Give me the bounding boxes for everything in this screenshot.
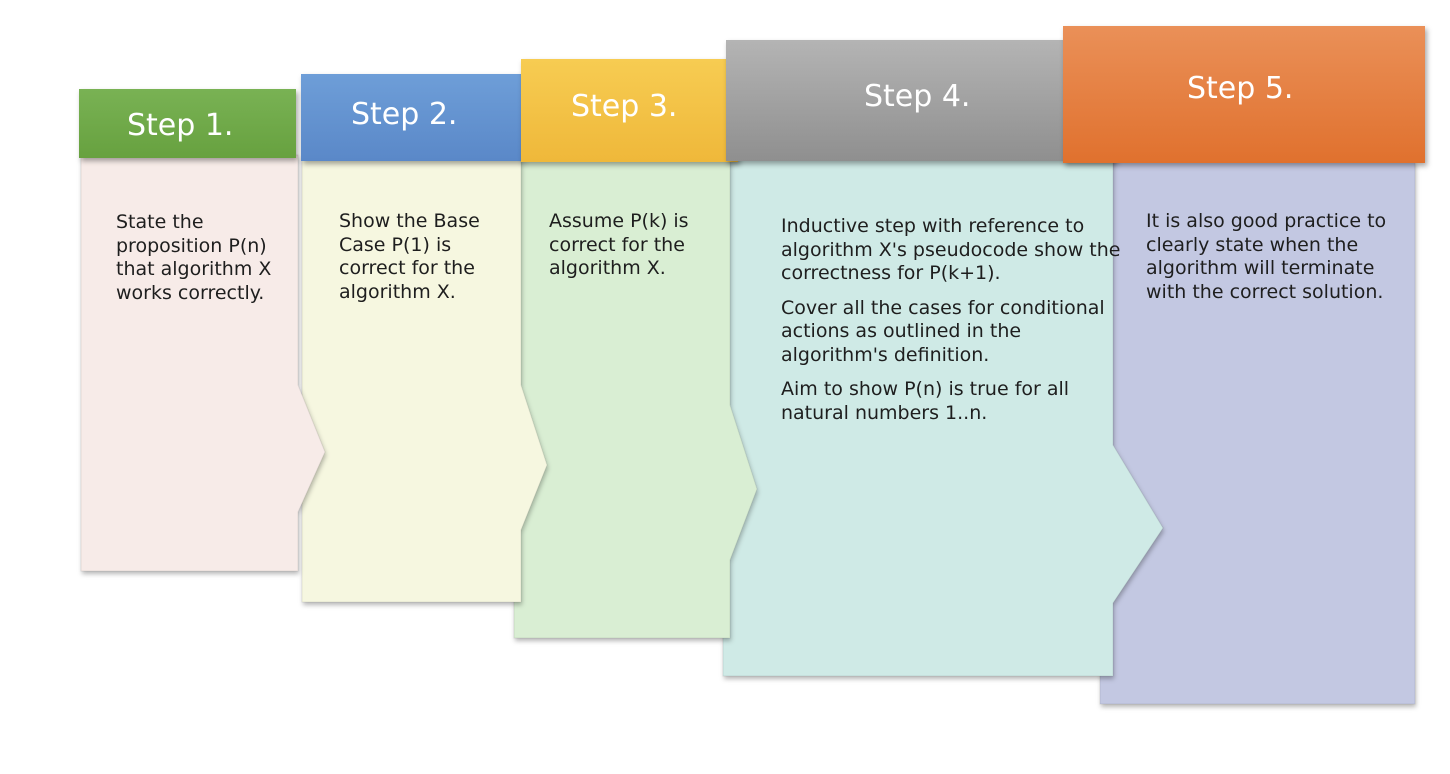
step-3-paragraph: Assume P(k) is correct for the algorithm…	[549, 210, 689, 279]
step-3-title: Step 3.	[571, 89, 678, 124]
step-3-text: Assume P(k) is correct for the algorithm…	[549, 210, 731, 292]
step-4-text: Inductive step with reference to algorit…	[781, 215, 1121, 436]
step-1-title: Step 1.	[127, 108, 234, 143]
step-4-title: Step 4.	[864, 79, 971, 114]
step-4-paragraph-cases: Cover all the cases for conditional acti…	[781, 296, 1105, 366]
step-5-header: Step 5.	[1063, 26, 1425, 163]
step-2-text: Show the Base Case P(1) is correct for t…	[339, 210, 523, 315]
step-1-text: State the proposition P(n) that algorith…	[116, 211, 291, 316]
step-4-paragraph-aim: Aim to show P(n) is true for all natural…	[781, 378, 1070, 424]
step-1-header: Step 1.	[79, 89, 296, 158]
step-3-body	[513, 157, 758, 639]
step-1-body	[80, 154, 326, 572]
step-5-text: It is also good practice to clearly stat…	[1146, 210, 1406, 315]
step-4-body	[722, 157, 1164, 677]
step-2-paragraph: Show the Base Case P(1) is correct for t…	[339, 210, 480, 303]
step-2-title: Step 2.	[351, 97, 458, 132]
step-4-header: Step 4.	[726, 40, 1116, 161]
step-5-title: Step 5.	[1187, 71, 1294, 106]
step-5-paragraph: It is also good practice to clearly stat…	[1146, 210, 1387, 303]
step-2-header: Step 2.	[301, 74, 523, 161]
step-1-paragraph: State the proposition P(n) that algorith…	[116, 211, 272, 304]
step-2-body	[301, 154, 548, 603]
step-3-header: Step 3.	[521, 59, 738, 162]
step-4-paragraph-inductive: Inductive step with reference to algorit…	[781, 215, 1121, 284]
